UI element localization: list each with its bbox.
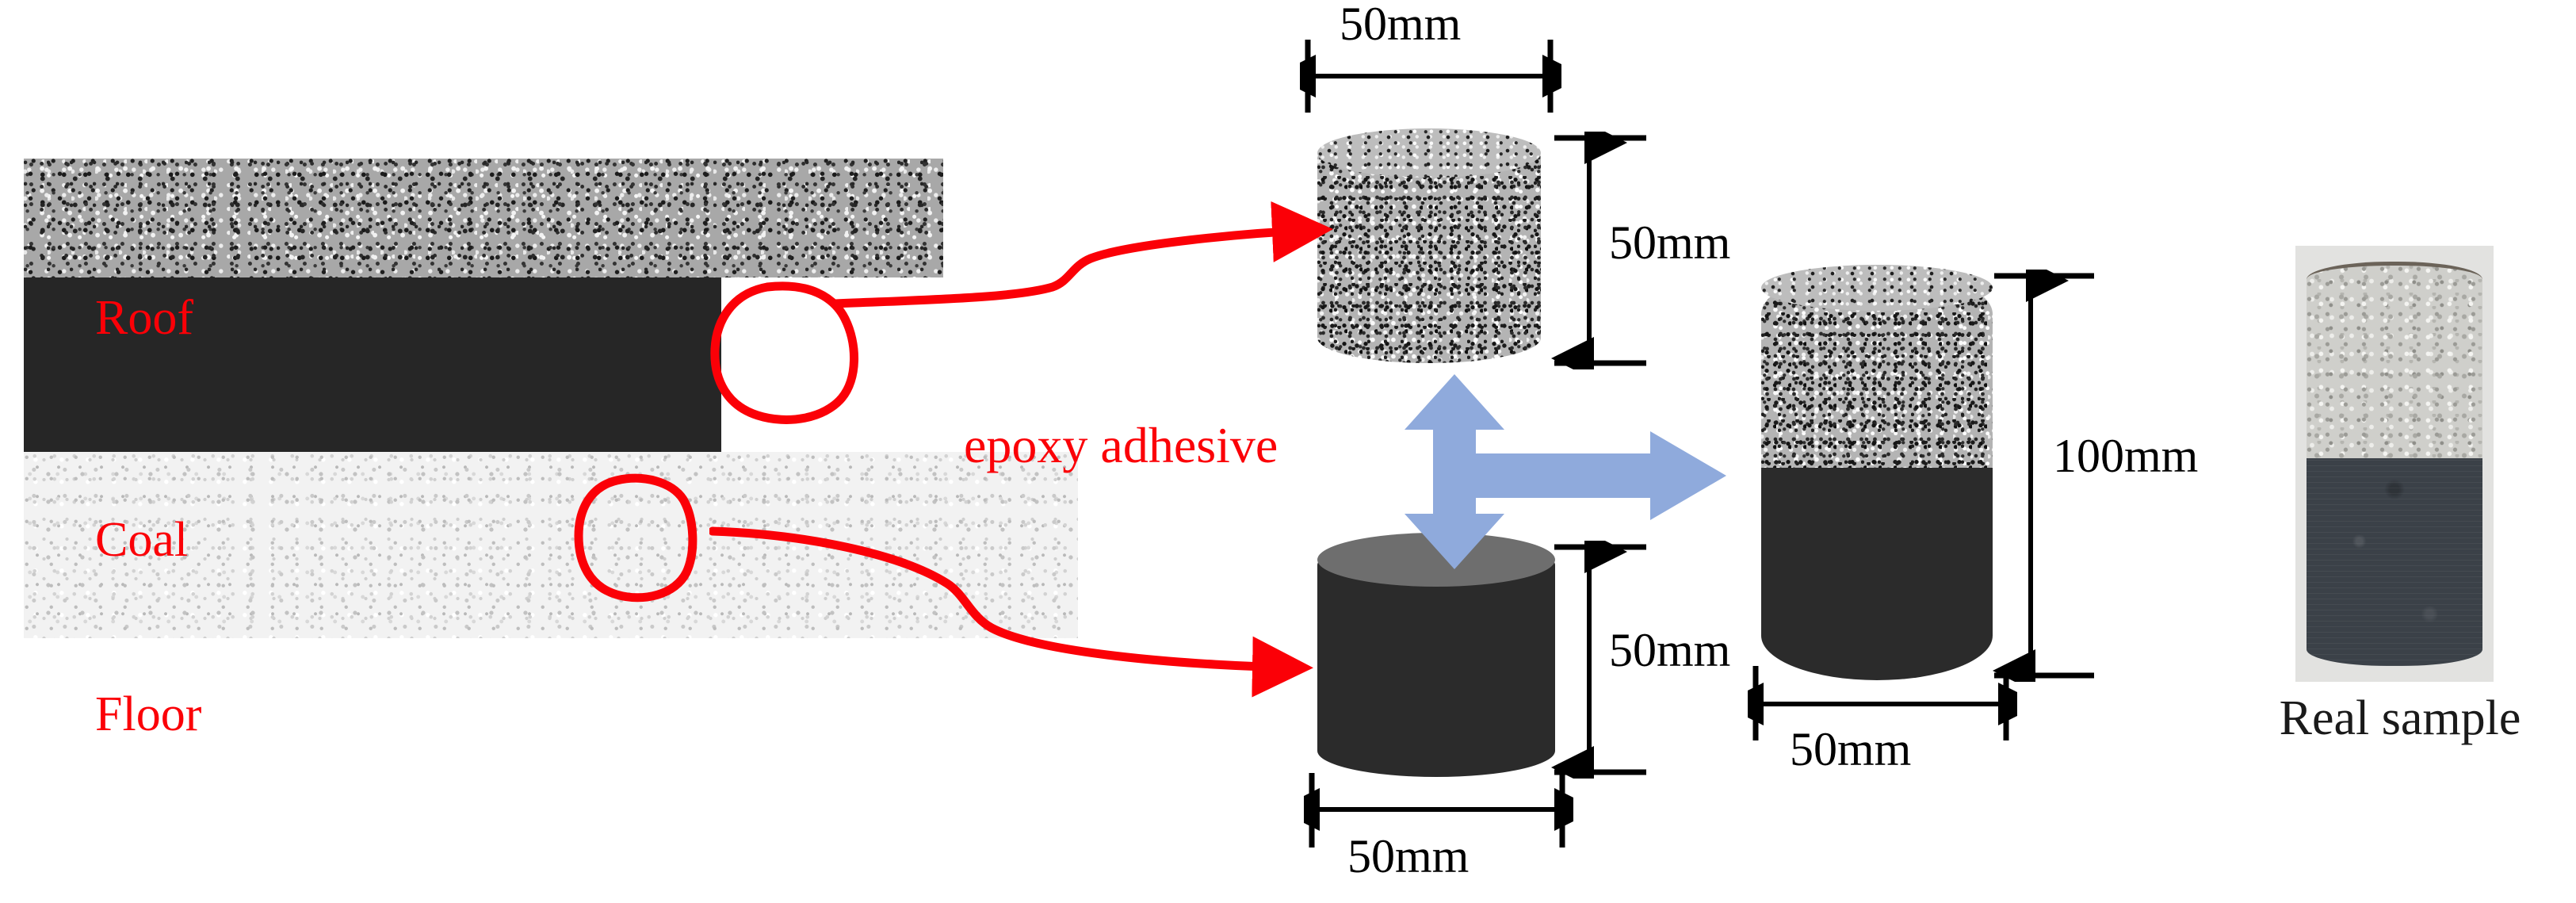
roof-rock-core (1317, 128, 1541, 363)
composite-coal-half (1761, 468, 1993, 680)
composite-specimen (1761, 265, 1993, 680)
coal-layer (24, 277, 721, 452)
coal-core-width-dimension (1304, 773, 1573, 848)
composite-height-label: 100mm (2053, 430, 2199, 482)
real-sample-rock-half (2307, 262, 2482, 460)
roof-core-width-label: 50mm (1340, 0, 1462, 50)
composite-width-dimension (1748, 666, 2017, 740)
floor-label: Floor (95, 687, 202, 741)
roof-layer (24, 159, 943, 277)
roof-label: Roof (95, 291, 193, 345)
roof-core-height-label: 50mm (1609, 216, 1731, 269)
real-sample-coal-half (2307, 458, 2482, 666)
coal-core (1317, 533, 1555, 777)
coal-core-height-dimension (1551, 541, 1646, 779)
coal-label: Coal (95, 513, 189, 567)
roof-core-body (1317, 133, 1541, 363)
coal-core-width-label: 50mm (1347, 830, 1470, 882)
roof-core-height-dimension (1551, 132, 1646, 369)
roof-core-width-dimension (1300, 40, 1561, 113)
epoxy-adhesive-label: epoxy adhesive (964, 417, 1278, 473)
composite-width-label: 50mm (1790, 723, 1912, 775)
roof-core-top-face (1317, 128, 1541, 178)
real-sample-caption: Real sample (2279, 691, 2521, 745)
coal-core-top-face (1317, 533, 1555, 587)
bonding-horizontal-arrow (1450, 431, 1726, 520)
real-sample-photo (2295, 246, 2494, 682)
strata-cross-section: Roof Coal Floor (0, 0, 1110, 903)
composite-height-dimension (1993, 270, 2094, 682)
composite-top-face (1761, 265, 1993, 311)
coal-core-height-label: 50mm (1609, 624, 1731, 676)
